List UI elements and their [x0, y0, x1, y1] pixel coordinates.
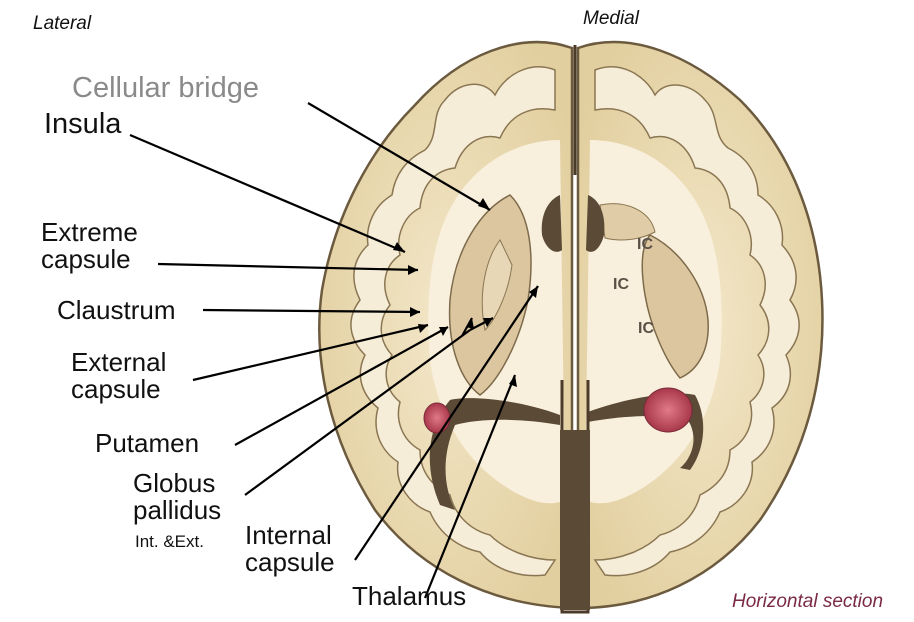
section-caption: Horizontal section — [732, 591, 884, 612]
label-putamen: Putamen — [95, 428, 200, 458]
label-external-capsule-line2: capsule — [71, 374, 161, 405]
label-globus-pallidus: Globus pallidus — [133, 468, 222, 526]
pointer-internal-capsule — [354, 285, 539, 561]
left-choroid-plexus — [423, 402, 451, 434]
pointer-putamen — [234, 326, 449, 446]
medial-label: Medial — [583, 8, 639, 29]
label-claustrum: Claustrum — [57, 295, 176, 325]
pointer-cellular-bridge — [307, 102, 491, 211]
pointer-external-capsule — [192, 323, 429, 382]
left-hemisphere — [318, 40, 574, 610]
left-posterior-horn — [429, 398, 560, 510]
label-extreme-capsule-line2: capsule — [41, 244, 131, 275]
label-external-capsule: External capsule — [71, 347, 167, 405]
label-extreme-capsule: Extreme capsule — [41, 217, 138, 275]
ic-mark-lower: IC — [638, 320, 654, 337]
pointer-thalamus — [423, 374, 517, 599]
lateral-label: Lateral — [33, 13, 92, 34]
label-insula: Insula — [44, 108, 122, 140]
right-hemisphere — [576, 40, 824, 610]
label-globus-pallidus-line2: pallidus — [133, 495, 222, 526]
label-internal-capsule-line1: Internal — [245, 520, 332, 550]
right-lateral-ventricle — [586, 195, 605, 252]
ic-mark-upper: IC — [637, 236, 653, 253]
pointer-extreme-capsule — [157, 262, 419, 272]
label-extreme-capsule-line1: Extreme — [41, 217, 138, 247]
right-caudate-head — [599, 203, 656, 241]
label-thalamus: Thalamus — [352, 581, 467, 611]
pointer-arrowheads — [393, 198, 538, 387]
label-cellular-bridge: Cellular bridge — [72, 72, 259, 104]
label-external-capsule-line1: External — [71, 347, 167, 377]
right-lentiform-nucleus — [641, 234, 709, 379]
label-internal-capsule: Internal capsule — [245, 520, 335, 578]
label-globus-pallidus-line1: Globus — [133, 468, 216, 498]
pointer-globus-pallidus — [244, 329, 471, 496]
pointer-insula — [129, 133, 406, 254]
right-gyri-pattern — [593, 66, 800, 577]
left-lateral-ventricle — [541, 195, 562, 252]
ic-mark-middle: IC — [613, 276, 629, 293]
right-choroid-plexus — [643, 387, 693, 433]
label-internal-capsule-line2: capsule — [245, 547, 335, 578]
pointer-claustrum — [202, 308, 421, 314]
posterior-midline-gap — [560, 430, 590, 610]
label-globus-pallidus-note: Int. &Ext. — [135, 532, 204, 551]
left-globus-pallidus-shape — [481, 239, 513, 332]
